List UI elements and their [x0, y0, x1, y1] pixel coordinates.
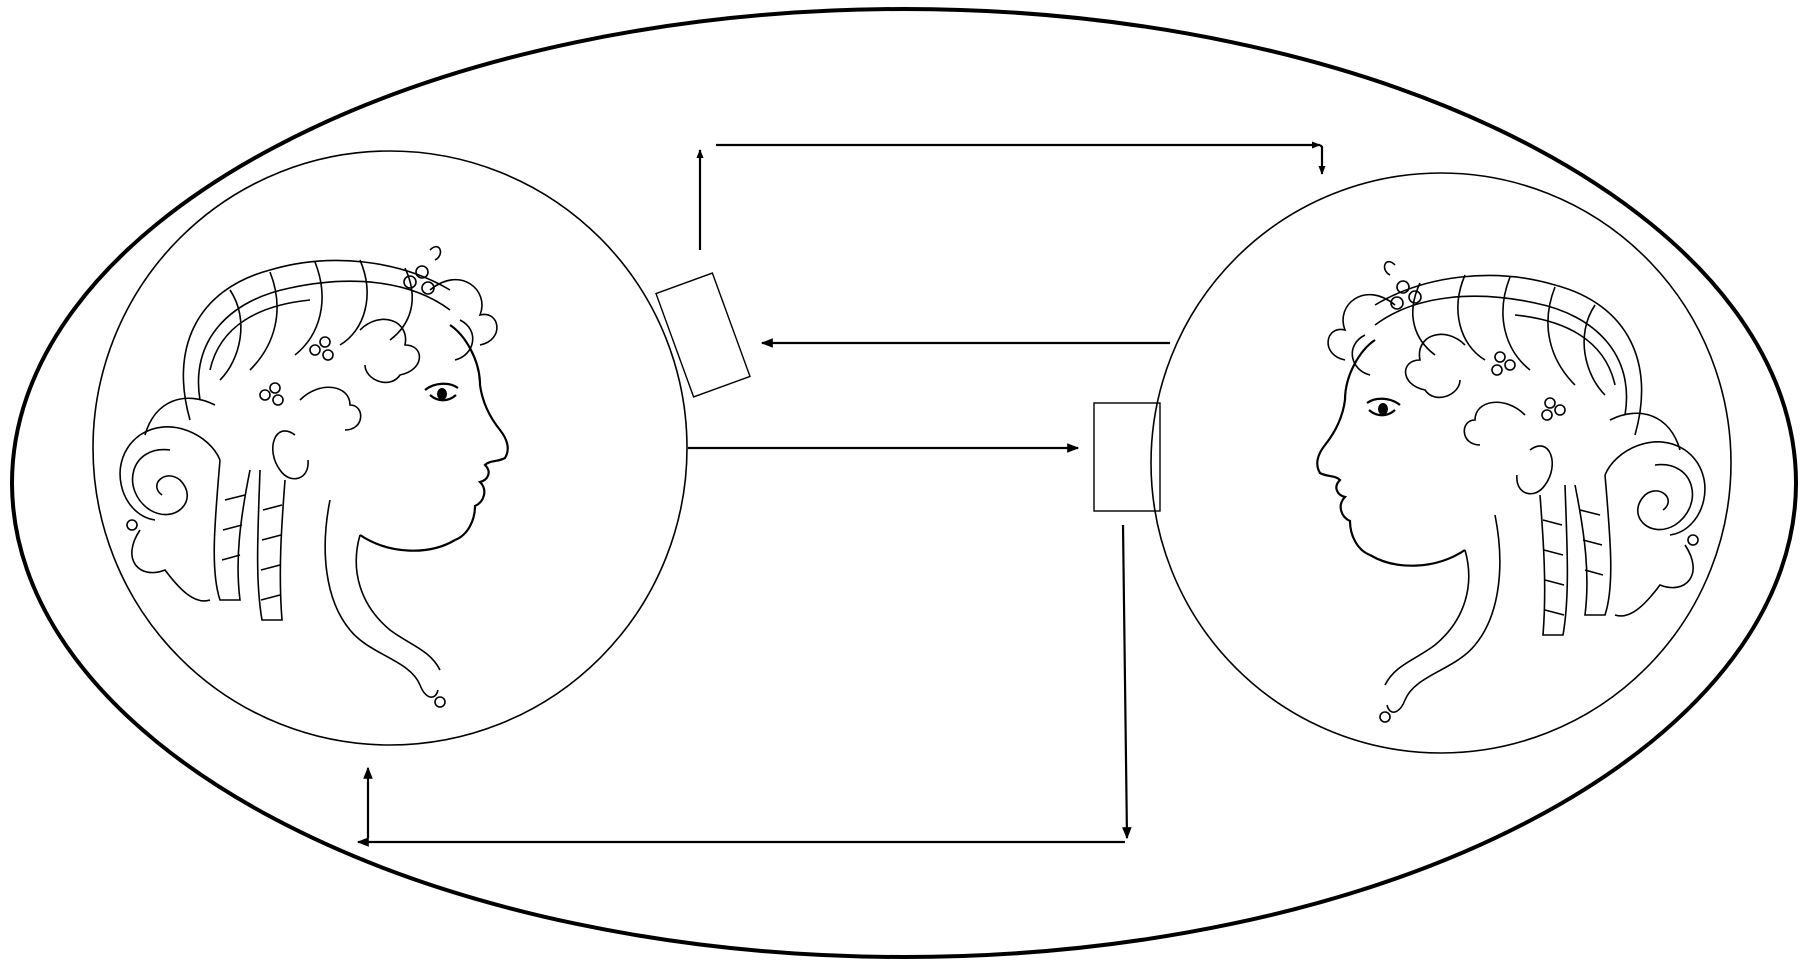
left-box [656, 273, 750, 397]
right-circle [1151, 173, 1731, 753]
outer-ellipse [12, 9, 1796, 957]
classical-profile-head-icon [120, 247, 508, 707]
right-participant [1151, 173, 1731, 753]
bottom-loop-connector [358, 525, 1127, 842]
left-participant [93, 151, 687, 745]
top-loop-connector [700, 145, 1322, 250]
classical-profile-head-icon [1317, 262, 1705, 722]
left-circle [93, 151, 687, 745]
right-box [1094, 403, 1160, 511]
